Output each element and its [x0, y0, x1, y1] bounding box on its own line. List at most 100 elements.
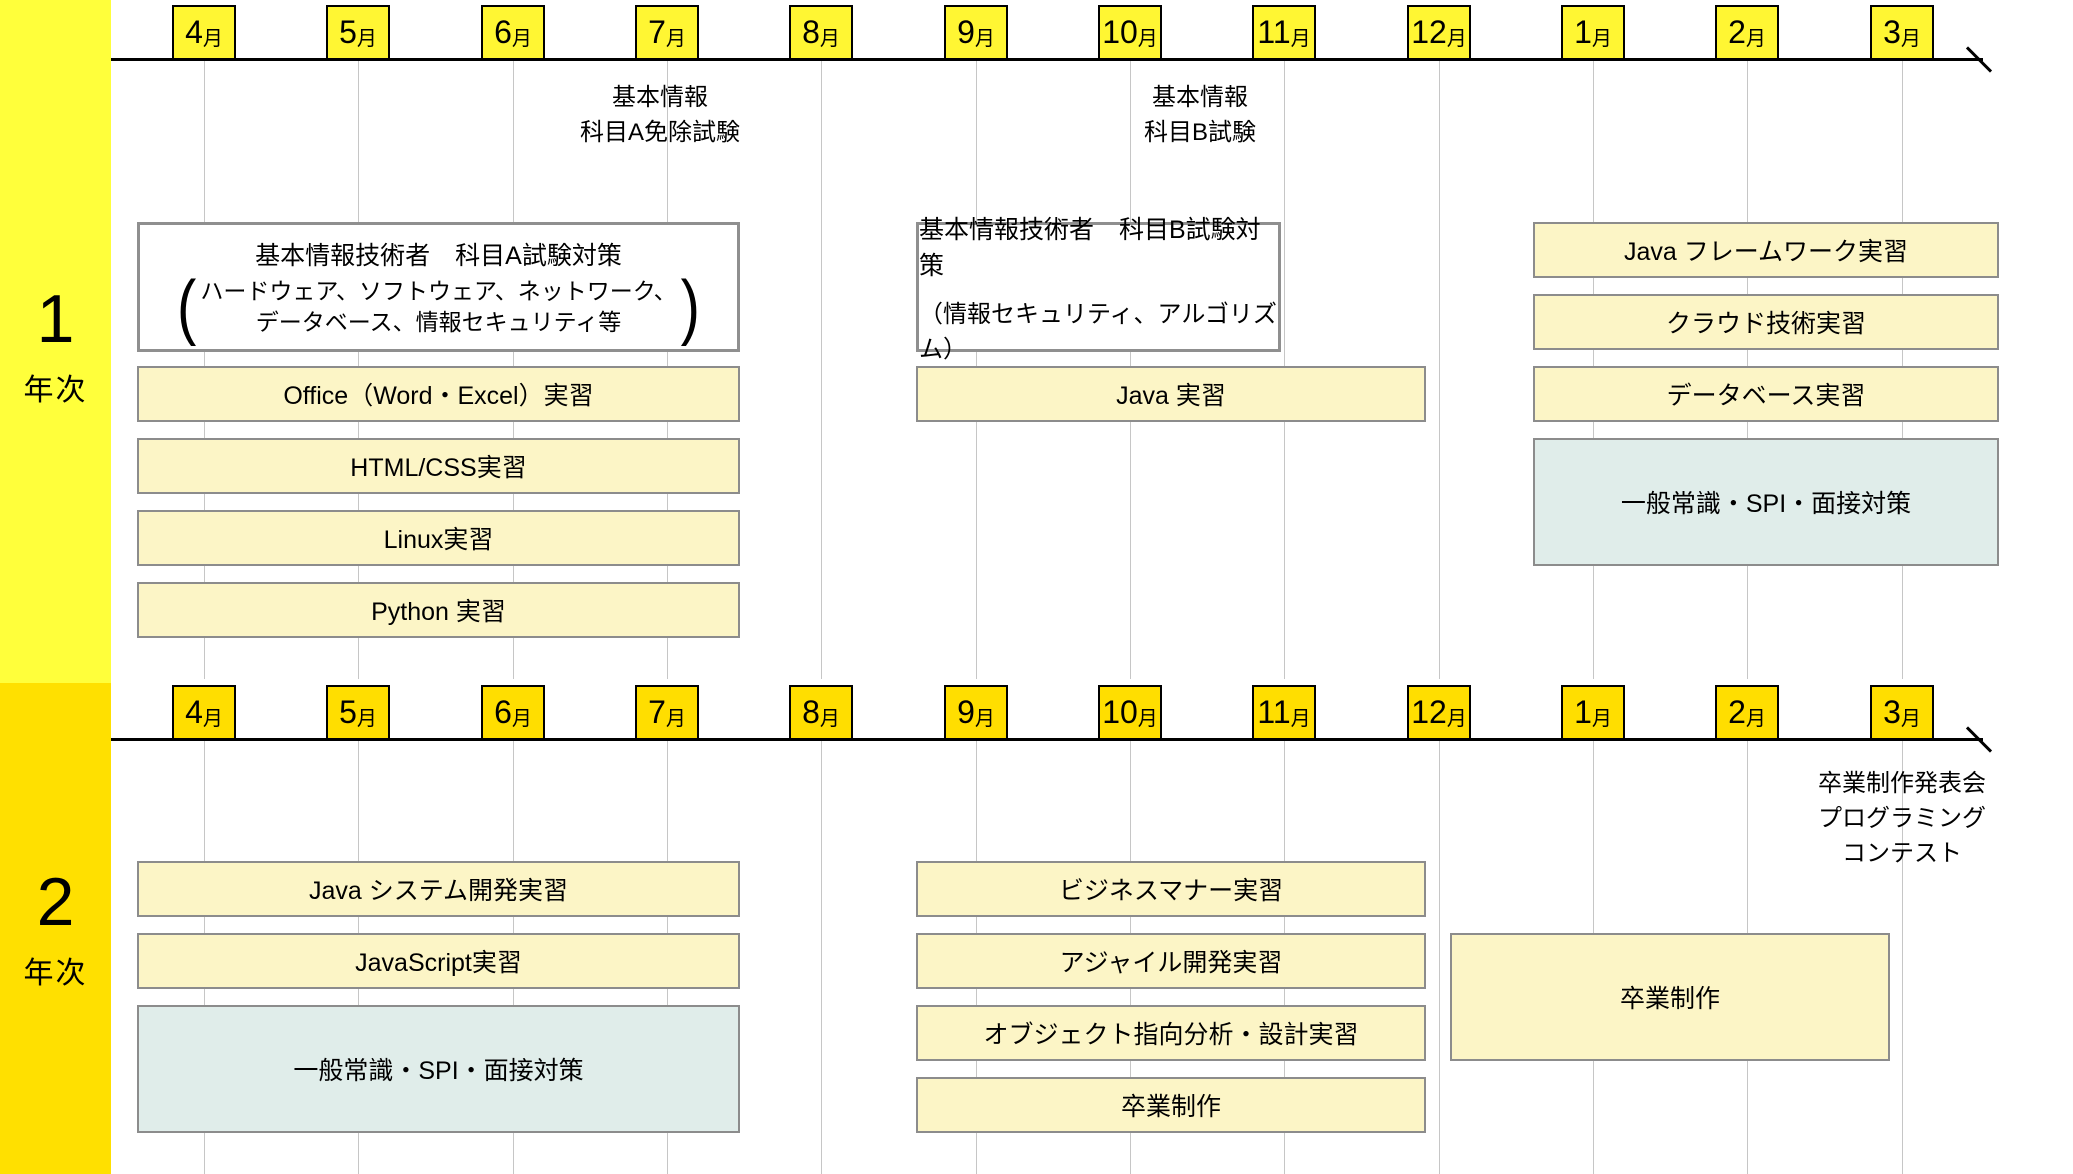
month-number: 12	[1411, 14, 1447, 50]
annotation-exam-a-line1: 基本情報	[612, 84, 708, 111]
course-bar-database: データベース実習	[1533, 366, 1999, 422]
month-number: 4	[185, 14, 203, 50]
course-bar-business-manner: ビジネスマナー実習	[916, 861, 1426, 917]
gridline	[1439, 61, 1440, 679]
year2-suffix: 年次	[23, 957, 88, 990]
month-unit: 月	[1591, 27, 1612, 50]
close-paren: )	[680, 265, 700, 347]
course-bar-spi-year2: 一般常識・SPI・面接対策	[137, 1005, 740, 1133]
month-number: 6	[494, 14, 512, 50]
month-number: 8	[802, 694, 820, 730]
course-bar-spi-year1: 一般常識・SPI・面接対策	[1533, 438, 1999, 566]
year1-timeline-axis	[111, 58, 1983, 61]
month-unit: 月	[974, 707, 995, 730]
month-unit: 月	[202, 27, 223, 50]
exam-prep-box-a-detail-line1: ハードウェア、ソフトウェア、ネットワーク、	[200, 278, 677, 304]
year2-strip-label: 2 年次	[0, 868, 111, 992]
month-number: 8	[802, 14, 820, 50]
annotation-graduation-line3: コンテスト	[1842, 840, 1962, 867]
month-unit: 月	[1290, 707, 1311, 730]
month-number: 7	[648, 694, 666, 730]
month-unit: 月	[665, 707, 686, 730]
month-unit: 月	[1137, 27, 1158, 50]
month-unit: 月	[819, 707, 840, 730]
month-unit: 月	[1745, 27, 1766, 50]
month-number: 4	[185, 694, 203, 730]
month-unit: 月	[356, 27, 377, 50]
month-unit: 月	[511, 707, 532, 730]
month-number: 11	[1257, 694, 1291, 730]
month-number: 9	[957, 14, 975, 50]
month-number: 10	[1102, 694, 1138, 730]
month-unit: 月	[1290, 27, 1311, 50]
year1-suffix: 年次	[23, 374, 88, 407]
exam-prep-box-b-title: 基本情報技術者 科目B試験対策	[919, 216, 1261, 280]
course-bar-agile: アジャイル開発実習	[916, 933, 1426, 989]
month-number: 12	[1411, 694, 1447, 730]
month-unit: 月	[202, 707, 223, 730]
annotation-exam-a-line2: 科目A免除試験	[579, 119, 740, 146]
exam-prep-box-b: 基本情報技術者 科目B試験対策 （情報セキュリティ、アルゴリズム）	[916, 216, 1281, 363]
month-number: 6	[494, 694, 512, 730]
month-number: 3	[1883, 14, 1901, 50]
course-bar-linux: Linux実習	[137, 510, 740, 566]
month-number: 2	[1728, 14, 1746, 50]
month-unit: 月	[665, 27, 686, 50]
month-unit: 月	[1900, 27, 1921, 50]
annotation-graduation-line2: プログラミング	[1818, 805, 1986, 832]
annotation-exam-b: 基本情報 科目B試験	[1030, 80, 1370, 150]
gridline	[1902, 741, 1903, 1174]
year1-strip-label: 1 年次	[0, 285, 111, 409]
month-unit: 月	[1745, 707, 1766, 730]
year2-timeline-axis	[111, 738, 1983, 741]
gridline	[821, 61, 822, 679]
month-unit: 月	[1446, 707, 1467, 730]
month-unit: 月	[1591, 707, 1612, 730]
course-bar-java-system: Java システム開発実習	[137, 861, 740, 917]
month-unit: 月	[1446, 27, 1467, 50]
month-number: 1	[1574, 694, 1592, 730]
course-bar-python: Python 実習	[137, 582, 740, 638]
month-unit: 月	[1900, 707, 1921, 730]
month-number: 5	[339, 694, 357, 730]
gridline	[821, 741, 822, 1174]
month-number: 7	[648, 14, 666, 50]
month-unit: 月	[1137, 707, 1158, 730]
month-number: 10	[1102, 14, 1138, 50]
exam-prep-box-a-detail-line2: データベース、情報セキュリティ等	[255, 309, 622, 335]
exam-prep-box-b-detail: （情報セキュリティ、アルゴリズム）	[919, 301, 1277, 363]
course-bar-javascript: JavaScript実習	[137, 933, 740, 989]
month-unit: 月	[819, 27, 840, 50]
annotation-exam-a: 基本情報 科目A免除試験	[490, 80, 830, 150]
month-number: 1	[1574, 14, 1592, 50]
annotation-exam-b-line2: 科目B試験	[1143, 119, 1256, 146]
course-bar-java: Java 実習	[916, 366, 1426, 422]
exam-prep-box-a-title: 基本情報技術者 科目A試験対策	[255, 242, 622, 270]
course-bar-graduation-mid: 卒業制作	[916, 1077, 1426, 1133]
month-number: 3	[1883, 694, 1901, 730]
